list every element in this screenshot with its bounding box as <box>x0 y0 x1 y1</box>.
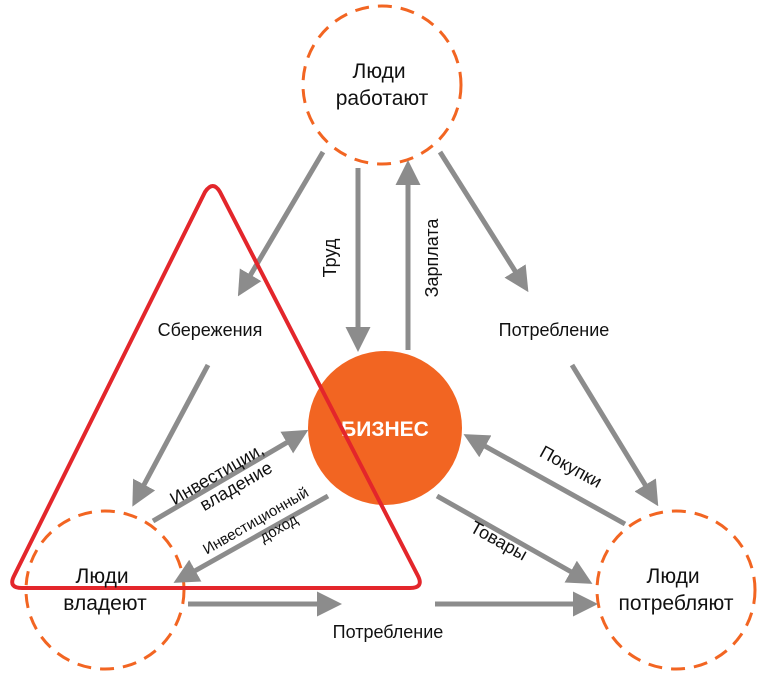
business-label: БИЗНЕС <box>341 418 429 441</box>
label-purchases: Покупки <box>536 442 605 492</box>
label-salary: Зарплата <box>422 218 442 298</box>
arrow-investment-income <box>173 493 330 583</box>
ownership-triangle <box>10 184 422 590</box>
node-people-work <box>301 4 463 166</box>
label-savings: Сбережения <box>158 320 263 340</box>
label-goods: Товары <box>467 517 531 565</box>
node-business <box>308 351 462 505</box>
node-work-label: Люди работают <box>336 60 429 110</box>
node-consume-line2: потребляют <box>619 592 734 615</box>
arrow-work-to-consumption <box>437 150 529 293</box>
label-labor: Труд <box>320 238 340 277</box>
node-consume-line1: Люди <box>647 565 700 588</box>
label-consumption-right: Потребление <box>499 320 610 340</box>
node-own-label: Люди владеют <box>63 565 147 615</box>
arrow-investments <box>151 429 309 524</box>
node-consume-label: Люди потребляют <box>619 565 734 615</box>
arrow-consumption-to-consume <box>569 363 659 507</box>
arrow-purchases <box>463 434 627 527</box>
node-own-line2: владеют <box>63 592 147 615</box>
node-people-consume <box>595 509 757 671</box>
arrow-goods <box>435 493 593 584</box>
label-consumption-bottom: Потребление <box>333 622 444 642</box>
node-work-line1: Люди <box>353 60 406 83</box>
node-own-line1: Люди <box>76 565 129 588</box>
node-work-line2: работают <box>336 87 429 110</box>
arrow-savings-to-own <box>132 363 211 507</box>
arrow-work-to-savings <box>237 150 326 297</box>
